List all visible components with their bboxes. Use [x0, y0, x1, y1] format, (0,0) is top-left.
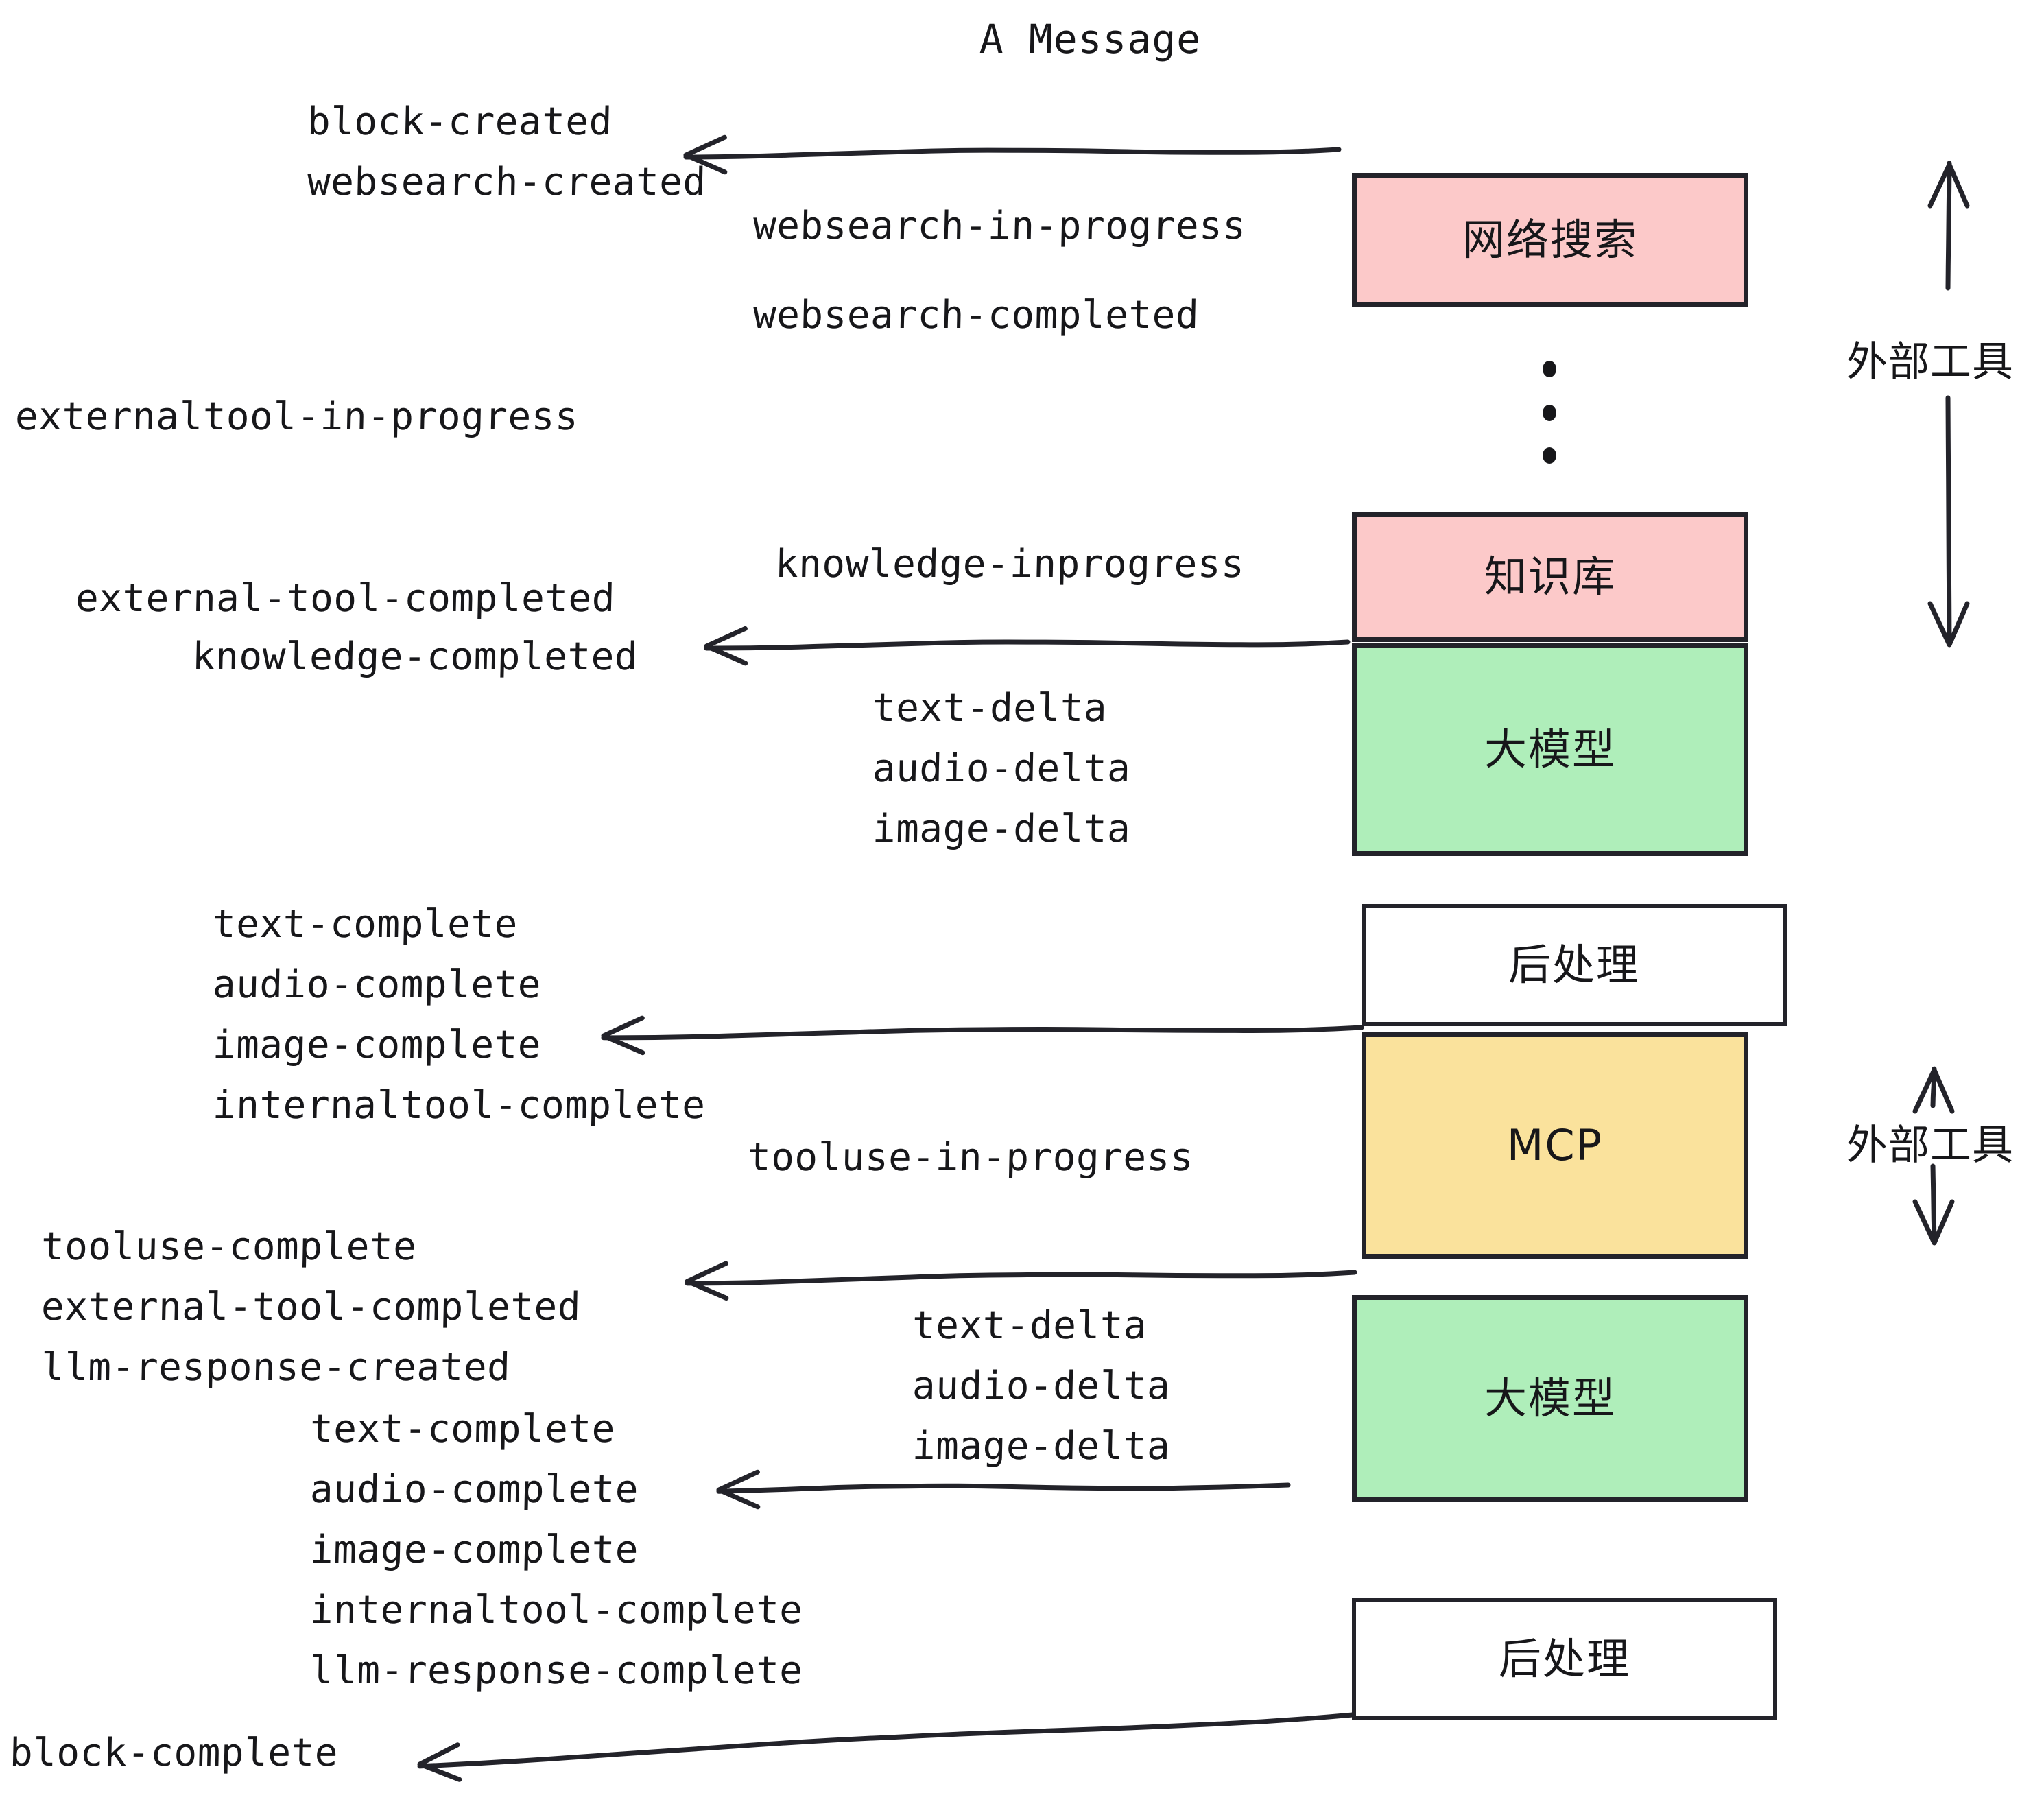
node-box-label: 知识库 — [1484, 551, 1616, 602]
event-label-image-complete-2: image-complete — [309, 1528, 639, 1572]
arrow-down-shaft — [1945, 395, 1952, 646]
event-label-knowledge-completed: knowledge-completed — [191, 634, 639, 679]
arrowhead-icon — [683, 134, 728, 175]
event-label-audio-complete-2: audio-complete — [309, 1467, 639, 1512]
event-label-audio-delta-2: audio-delta — [912, 1364, 1172, 1408]
side-bracket-label-external-tool-bottom: 外部工具 — [1846, 1121, 2014, 1170]
arrow-block-complete — [417, 1712, 1355, 1782]
side-bracket-label-external-tool-top: 外部工具 — [1846, 338, 2014, 386]
node-box-label: 后处理 — [1508, 940, 1640, 990]
arrow-down-shaft — [1930, 1163, 1937, 1244]
arrow-up-shaft — [1945, 161, 1952, 291]
arrowhead-icon — [417, 1742, 462, 1782]
event-label-external-tool-completed-1: external-tool-completed — [75, 576, 616, 621]
event-label-internaltool-complete-1: internaltool-complete — [212, 1083, 706, 1128]
node-box-llm-1: 大模型 — [1352, 643, 1748, 856]
arrow-up-arrowhead-icon — [1927, 162, 1970, 209]
arrow-up-shaft — [1930, 1066, 1937, 1108]
ellipsis-dot-icon — [1543, 447, 1556, 464]
event-label-websearch-completed: websearch-completed — [752, 293, 1200, 337]
event-label-image-complete-1: image-complete — [212, 1023, 542, 1067]
event-label-llm-response-complete: llm-response-complete — [309, 1648, 804, 1693]
event-label-tooluse-in-progress: tooluse-in-progress — [747, 1135, 1194, 1180]
event-label-text-complete-1: text-complete — [212, 902, 519, 947]
event-label-block-created: block-created — [307, 99, 613, 144]
node-box-mcp: MCP — [1362, 1032, 1748, 1259]
event-label-internaltool-complete-2: internaltool-complete — [309, 1588, 804, 1633]
event-label-tooluse-complete: tooluse-complete — [40, 1224, 418, 1269]
node-box-label: 大模型 — [1484, 1373, 1616, 1423]
event-label-audio-complete-1: audio-complete — [212, 962, 542, 1007]
event-label-websearch-created: websearch-created — [307, 160, 707, 204]
event-label-image-delta-1: image-delta — [872, 807, 1132, 851]
arrowhead-icon — [716, 1469, 761, 1510]
arrow-shaft — [704, 639, 1351, 651]
event-label-knowledge-inprogress: knowledge-inprogress — [774, 542, 1245, 586]
node-box-label: 大模型 — [1484, 724, 1616, 774]
event-label-image-delta-2: image-delta — [912, 1424, 1172, 1469]
arrow-shaft — [716, 1482, 1291, 1494]
node-box-label: MCP — [1506, 1120, 1604, 1170]
event-label-llm-response-created: llm-response-created — [40, 1345, 511, 1390]
arrow-tooluse-complete — [685, 1261, 1357, 1301]
bracket-external-tool-top — [1927, 161, 1970, 648]
arrowhead-icon — [704, 626, 748, 666]
node-box-label: 后处理 — [1498, 1634, 1630, 1684]
event-label-text-delta-2: text-delta — [912, 1303, 1148, 1348]
arrow-shaft — [601, 1025, 1364, 1041]
arrow-down-arrowhead-icon — [1927, 601, 1970, 648]
event-label-externaltool-in-progress: externaltool-in-progress — [14, 394, 579, 439]
node-box-postprocess-1: 后处理 — [1362, 904, 1787, 1026]
node-box-postprocess-2: 后处理 — [1352, 1598, 1777, 1720]
arrowhead-icon — [685, 1261, 729, 1301]
event-label-text-complete-2: text-complete — [309, 1407, 616, 1451]
node-box-llm-2: 大模型 — [1352, 1295, 1748, 1502]
node-box-label: 网络搜索 — [1462, 215, 1638, 265]
arrow-down-arrowhead-icon — [1912, 1199, 1955, 1246]
node-box-websearch: 网络搜索 — [1352, 173, 1748, 307]
bracket-external-tool-bottom — [1912, 1066, 1955, 1246]
arrow-shaft — [417, 1712, 1355, 1769]
arrow-up-arrowhead-icon — [1912, 1067, 1955, 1114]
event-label-websearch-in-progress: websearch-in-progress — [752, 204, 1247, 248]
event-label-external-tool-completed-2: external-tool-completed — [40, 1285, 582, 1329]
arrow-knowledge-done — [704, 626, 1351, 666]
arrow-audio-complete — [716, 1469, 1291, 1510]
arrowhead-icon — [601, 1015, 645, 1056]
node-box-knowledge: 知识库 — [1352, 512, 1748, 642]
event-label-text-delta-1: text-delta — [872, 686, 1108, 731]
ellipsis-dot-icon — [1543, 405, 1556, 421]
ellipsis-dot-icon — [1543, 361, 1556, 377]
event-label-audio-delta-1: audio-delta — [872, 746, 1132, 791]
arrow-shaft — [685, 1270, 1357, 1286]
arrow-shaft — [683, 147, 1342, 160]
event-label-block-complete: block-complete — [9, 1731, 339, 1775]
arrow-block-created — [683, 134, 1342, 175]
arrow-image-complete — [601, 1015, 1364, 1056]
